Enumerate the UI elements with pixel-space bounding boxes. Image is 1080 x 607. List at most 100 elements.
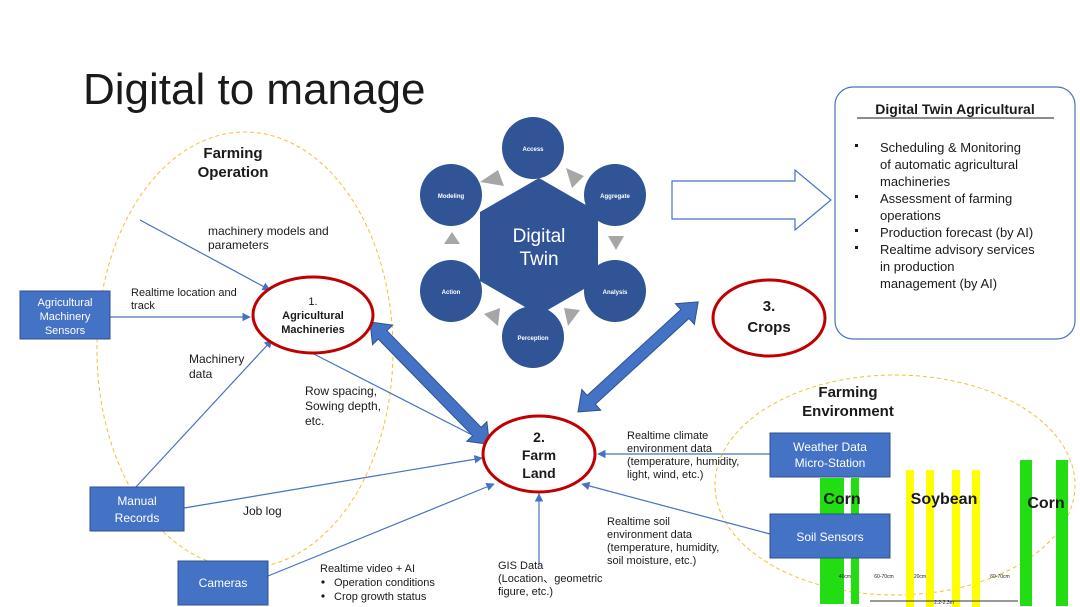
panel-item-scheduling: Scheduling & Monitoring of automatic agr… <box>855 140 1021 189</box>
data-flow-arrows <box>110 219 771 577</box>
digital-twin-line2: Twin <box>519 249 558 270</box>
soybean-strip-3 <box>952 470 960 607</box>
width-label-4: 60-70cm <box>990 574 1009 580</box>
panel-item-forecast: Production forecast (by AI) <box>855 225 1033 240</box>
label-machinery-data: Machinery data <box>189 352 244 381</box>
soybean-strip-4 <box>972 470 980 607</box>
label-machinery-models: machinery models and parameters <box>208 224 329 252</box>
digital-twin-cycle: Digital Twin Access Aggregate Analysis P… <box>420 117 646 368</box>
svg-text:Sensors: Sensors <box>45 325 86 337</box>
svg-text:Farming: Farming <box>818 384 877 401</box>
svg-text:1.: 1. <box>308 296 317 308</box>
svg-text:Land: Land <box>522 465 555 481</box>
node-crops: 3. Crops <box>711 278 827 358</box>
svg-text:Perception: Perception <box>517 336 548 342</box>
farming-environment-label: Farming Environment <box>802 384 894 420</box>
svg-text:Action: Action <box>442 290 461 296</box>
corn-strip-right-2 <box>1056 460 1068 606</box>
svg-text:Farming: Farming <box>203 145 262 162</box>
cycle-arrow-4 <box>564 308 580 326</box>
arrow-models-to-machineries <box>139 219 271 291</box>
svg-text:operations: operations <box>880 208 941 223</box>
cycle-stage-aggregate: Aggregate <box>584 164 646 226</box>
arrow-machineries-to-farmland <box>305 349 483 441</box>
crop-label-soybean: Soybean <box>911 491 978 508</box>
digital-twin-line1: Digital <box>513 226 566 247</box>
width-label-3: 20cm <box>914 574 926 580</box>
svg-text:Realtime climate: Realtime climate <box>627 430 708 442</box>
svg-text:2.: 2. <box>533 429 545 445</box>
svg-text:etc.: etc. <box>305 414 324 428</box>
label-job-log: Job log <box>243 504 282 518</box>
label-realtime-location: Realtime location and track <box>131 287 237 312</box>
svg-text:Production forecast (by AI): Production forecast (by AI) <box>880 225 1033 240</box>
svg-text:data: data <box>189 367 213 381</box>
label-realtime-video: Realtime video + AI Operation conditions… <box>320 563 435 603</box>
farming-environment-boundary <box>714 374 1076 596</box>
source-agricultural-machinery-sensors: Agricultural Machinery Sensors <box>19 290 111 340</box>
svg-text:Sowing depth,: Sowing depth, <box>305 399 381 413</box>
svg-text:Agricultural: Agricultural <box>37 297 92 309</box>
width-label-2: 60-70cm <box>874 574 893 580</box>
panel-title: Digital Twin Agricultural <box>875 101 1034 117</box>
svg-text:environment data: environment data <box>627 443 713 455</box>
svg-text:environment data: environment data <box>607 529 693 541</box>
source-manual-records: Manual Records <box>89 486 185 532</box>
cycle-stage-analysis: Analysis <box>584 260 646 322</box>
svg-text:figure, etc.): figure, etc.) <box>498 586 553 598</box>
svg-text:(temperature, humidity,: (temperature, humidity, <box>627 456 739 468</box>
crop-label-corn-right: Corn <box>1027 495 1064 512</box>
svg-text:Realtime advisory services: Realtime advisory services <box>880 242 1035 257</box>
svg-text:GIS Data: GIS Data <box>498 560 544 572</box>
node-agricultural-machineries: 1. Agricultural Machineries <box>251 275 375 355</box>
cycle-arrow-5 <box>484 308 500 326</box>
svg-text:Farm: Farm <box>522 447 556 463</box>
label-realtime-climate: Realtime climate environment data (tempe… <box>627 430 739 481</box>
label-gis-data: GIS Data (Location、geometric figure, etc… <box>498 560 603 598</box>
svg-text:Row spacing,: Row spacing, <box>305 384 377 398</box>
svg-text:Machinery: Machinery <box>40 311 91 323</box>
svg-text:Analysis: Analysis <box>603 290 628 296</box>
label-row-spacing: Row spacing, Sowing depth, etc. <box>305 384 381 428</box>
block-arrow-to-panel <box>671 168 832 232</box>
svg-text:management (by AI): management (by AI) <box>880 276 997 291</box>
cycle-stage-perception: Perception <box>502 306 564 368</box>
svg-text:Assessment of farming: Assessment of farming <box>880 191 1012 206</box>
svg-text:Realtime video + AI: Realtime video + AI <box>320 563 415 575</box>
label-realtime-soil: Realtime soil environment data (temperat… <box>607 516 719 567</box>
digital-twin-agricultural-panel: Digital Twin Agricultural Scheduling & M… <box>834 86 1076 340</box>
double-arrow-farmland-crops <box>577 301 699 413</box>
soybean-strip-1 <box>906 470 914 607</box>
svg-text:Crop growth status: Crop growth status <box>334 591 427 603</box>
svg-text:parameters: parameters <box>208 238 269 252</box>
svg-text:Environment: Environment <box>802 403 894 420</box>
crop-label-corn-left: Corn <box>823 491 860 508</box>
svg-text:Weather Data: Weather Data <box>793 440 867 454</box>
source-weather-micro-station: Weather Data Micro-Station <box>769 432 891 478</box>
svg-text:soil moisture, etc.): soil moisture, etc.) <box>607 555 696 567</box>
svg-text:light, wind, etc.): light, wind, etc.) <box>627 469 703 481</box>
soybean-strip-2 <box>926 470 934 607</box>
svg-text:of automatic agricultural: of automatic agricultural <box>880 157 1018 172</box>
svg-text:(temperature, humidity,: (temperature, humidity, <box>607 542 719 554</box>
cycle-arrow-3 <box>608 236 624 250</box>
svg-text:Machinery: Machinery <box>189 352 244 366</box>
arrow-records-to-machineries <box>134 339 273 489</box>
arrow-soil-to-farmland <box>581 481 771 535</box>
source-soil-sensors: Soil Sensors <box>769 513 891 559</box>
svg-text:Realtime soil: Realtime soil <box>607 516 670 528</box>
panel-item-advisory: Realtime advisory services in production… <box>855 242 1035 291</box>
svg-text:Access: Access <box>522 147 544 153</box>
node-farm-land: 2. Farm Land <box>481 414 597 494</box>
source-cameras: Cameras <box>177 560 269 606</box>
width-label-1: 40cm <box>839 574 851 580</box>
svg-text:track: track <box>131 300 155 312</box>
arrow-cameras-to-farmland <box>267 482 495 577</box>
farming-operation-label: Farming Operation <box>198 145 269 181</box>
svg-text:Realtime location and: Realtime location and <box>131 287 237 299</box>
svg-text:3.: 3. <box>763 298 776 315</box>
double-arrow-machineries-farmland <box>369 321 490 445</box>
arrow-records-to-farmland <box>183 455 483 509</box>
